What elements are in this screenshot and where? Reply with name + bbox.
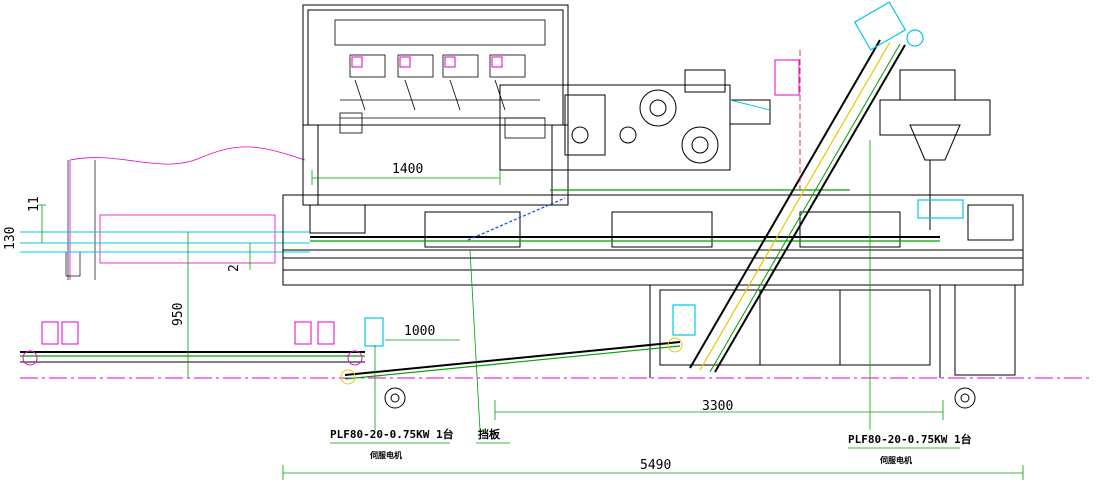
elevator-head-motor	[853, 1, 924, 51]
wheels	[384, 387, 976, 409]
main-conveyor	[310, 189, 940, 242]
dim-130: 130	[3, 227, 18, 250]
blue-guide-plate	[467, 197, 566, 241]
dim-2: 2	[227, 264, 242, 272]
cyan-product-plane	[20, 231, 310, 253]
inclined-lower-conveyor	[340, 337, 683, 385]
motor-right-label: PLF80-20-0.75KW 1台	[848, 432, 972, 446]
upper-stations	[334, 19, 546, 139]
motor-left-label: PLF80-20-0.75KW 1台	[330, 427, 454, 441]
main-table-frame	[282, 194, 1024, 378]
motor-left-sublabel: 伺服电机	[369, 450, 402, 460]
motor-right-sublabel: 伺服电机	[879, 455, 912, 465]
dim-3300: 3300	[702, 399, 733, 414]
dim-5490: 5490	[640, 458, 671, 473]
right-hopper	[879, 69, 991, 230]
upper-station-highlights	[351, 56, 503, 68]
top-right-component	[774, 59, 800, 96]
gear-drive-unit	[499, 69, 771, 171]
gear-cyan-accent	[729, 99, 771, 111]
left-side-units	[41, 321, 335, 345]
plate-label: 挡板	[478, 427, 501, 441]
left-low-conveyor	[20, 350, 365, 366]
dim-1400: 1400	[392, 162, 423, 177]
leader-lines	[374, 140, 871, 431]
right-motor-cyan	[917, 199, 964, 219]
upper-frame	[302, 4, 569, 206]
dim-11: 11	[27, 196, 42, 212]
dimension-lines	[38, 170, 1024, 480]
inclined-elevator	[689, 39, 906, 373]
dim-1000: 1000	[404, 324, 435, 339]
incoming-product-outline	[69, 146, 306, 280]
left-motor-cyan	[364, 317, 384, 347]
incline-motor-cyan	[672, 304, 696, 336]
dim-950: 950	[171, 303, 186, 326]
